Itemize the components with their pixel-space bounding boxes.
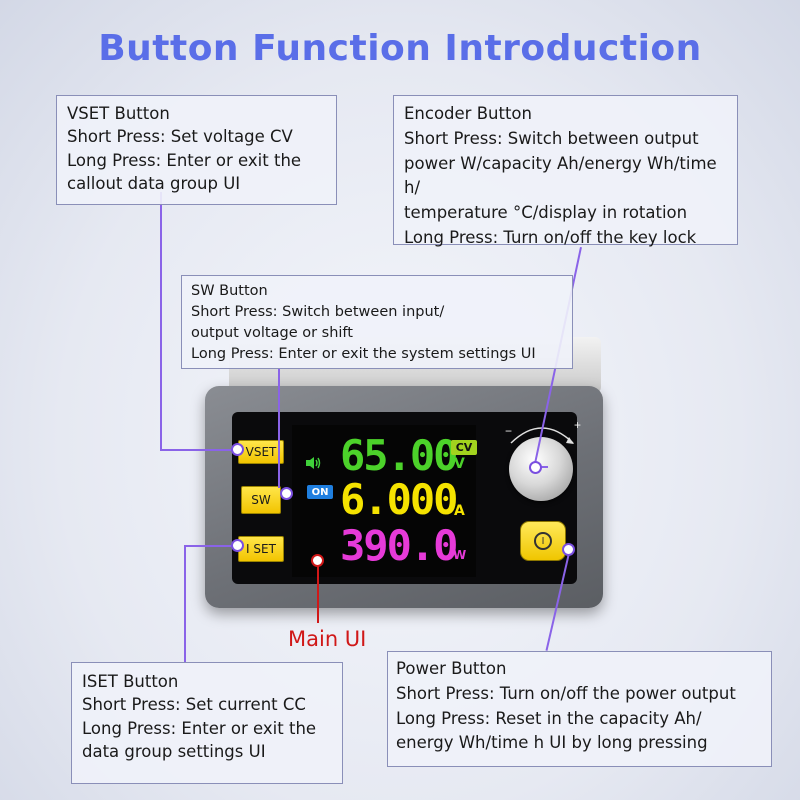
sw-callout-dot (280, 487, 293, 500)
power-callout-box: Power Button Short Press: Turn on/off th… (387, 651, 772, 767)
vset-button[interactable]: VSET (238, 440, 284, 464)
main-ui-screen (292, 425, 476, 577)
vset-callout-dot (231, 443, 244, 456)
vset-line-2: Long Press: Enter or exit the (67, 150, 302, 170)
iset-callout-line (184, 545, 238, 547)
power-heading: Power Button (396, 659, 507, 678)
vset-callout-line (160, 192, 162, 450)
sw-callout-line (278, 368, 280, 488)
power-line-2: Long Press: Reset in the capacity Ah/ (396, 708, 702, 728)
sw-button[interactable]: SW (241, 486, 281, 514)
sw-callout-box: SW Button Short Press: Switch between in… (181, 275, 573, 369)
encoder-callout-box: Encoder Button Short Press: Switch betwe… (393, 95, 738, 247)
cv-badge: CV (451, 440, 477, 455)
encoder-line-4: Long Press: Turn on/off the key lock (404, 227, 697, 247)
power-icon-symbol: I (541, 535, 545, 547)
page-title: Button Function Introduction (98, 28, 702, 69)
sw-line-1: Short Press: Switch between input/ (191, 304, 445, 321)
sw-line-3: Long Press: Enter or exit the system set… (191, 346, 536, 363)
iset-callout-dot (231, 539, 244, 552)
sw-line-2: output voltage or shift (191, 325, 353, 342)
vset-line-3: callout data group UI (67, 174, 241, 194)
speaker-icon (305, 456, 321, 470)
power-button[interactable]: I (520, 521, 566, 561)
iset-line-1: Short Press: Set current CC (82, 695, 306, 715)
power-line-1: Short Press: Turn on/off the power outpu… (396, 683, 736, 703)
main-ui-callout-line (317, 565, 319, 623)
voltage-readout: 65.00 (340, 431, 458, 480)
power-callout-dot (562, 543, 575, 556)
on-badge: ON (307, 485, 333, 499)
power-icon: I (534, 532, 552, 550)
iset-callout-box: ISET Button Short Press: Set current CC … (71, 662, 343, 784)
encoder-line-1: Short Press: Switch between output (404, 128, 699, 148)
iset-heading: ISET Button (82, 672, 179, 691)
encoder-callout-dot (529, 461, 542, 474)
current-readout: 6.000 (340, 475, 458, 524)
iset-line-3: data group settings UI (82, 742, 266, 762)
iset-callout-line (184, 545, 186, 663)
encoder-line-2: power W/capacity Ah/energy Wh/time h/ (404, 153, 717, 198)
encoder-heading: Encoder Button (404, 104, 532, 123)
vset-heading: VSET Button (67, 104, 170, 123)
vset-line-1: Short Press: Set voltage CV (67, 127, 293, 147)
sw-heading: SW Button (191, 283, 268, 299)
minus-sign: − (505, 424, 513, 438)
voltage-unit: V (454, 456, 465, 472)
current-unit: A (454, 503, 465, 519)
power-unit: W (453, 548, 467, 562)
power-readout: 390.0 (340, 521, 458, 570)
vset-callout-line (160, 449, 239, 451)
encoder-line-3: temperature °C/display in rotation (404, 203, 688, 222)
iset-button[interactable]: I SET (238, 536, 284, 562)
power-line-3: energy Wh/time h UI by long pressing (396, 733, 708, 753)
main-ui-label: Main UI (288, 627, 367, 651)
vset-callout-box: VSET Button Short Press: Set voltage CV … (56, 95, 337, 205)
main-ui-callout-dot (311, 554, 324, 567)
iset-line-2: Long Press: Enter or exit the (82, 718, 317, 738)
plus-sign: + (574, 418, 582, 432)
